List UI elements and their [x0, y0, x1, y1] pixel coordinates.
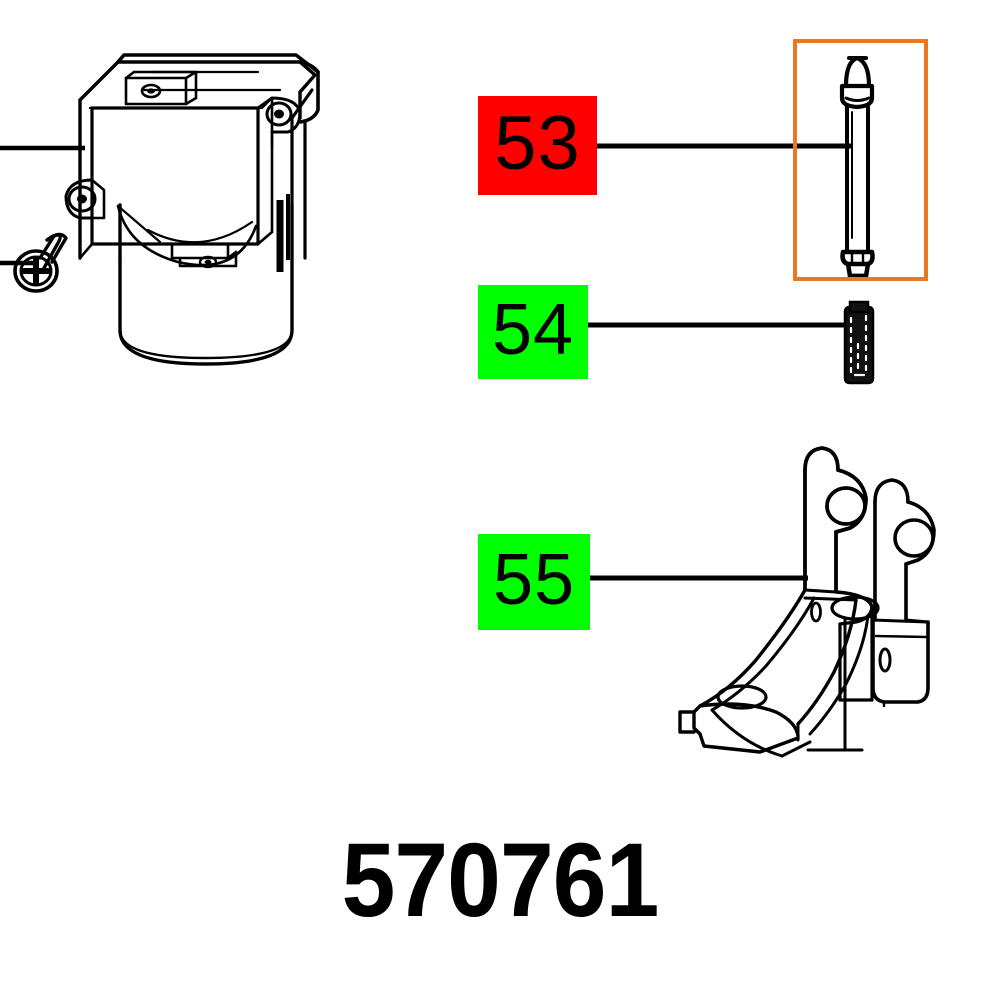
lever-bracket-drawing [678, 446, 936, 758]
pin-shaft-drawing [839, 55, 875, 279]
set-screw-drawing [843, 300, 875, 385]
callout-label-55: 55 [492, 540, 576, 620]
callout-label-53: 53 [494, 100, 581, 186]
callout-box-53[interactable]: 53 [478, 96, 597, 195]
callout-box-55[interactable]: 55 [478, 534, 590, 630]
highlight-box-icon [793, 39, 928, 281]
leader-lines-left [0, 145, 85, 266]
leader-lines-callouts [578, 143, 851, 581]
callout-box-54[interactable]: 54 [478, 285, 588, 379]
housing-assembly-drawing [64, 53, 320, 366]
callout-label-54: 54 [491, 290, 575, 370]
page-caption: 570761 [341, 822, 660, 939]
phillips-screw-drawing [13, 232, 68, 293]
